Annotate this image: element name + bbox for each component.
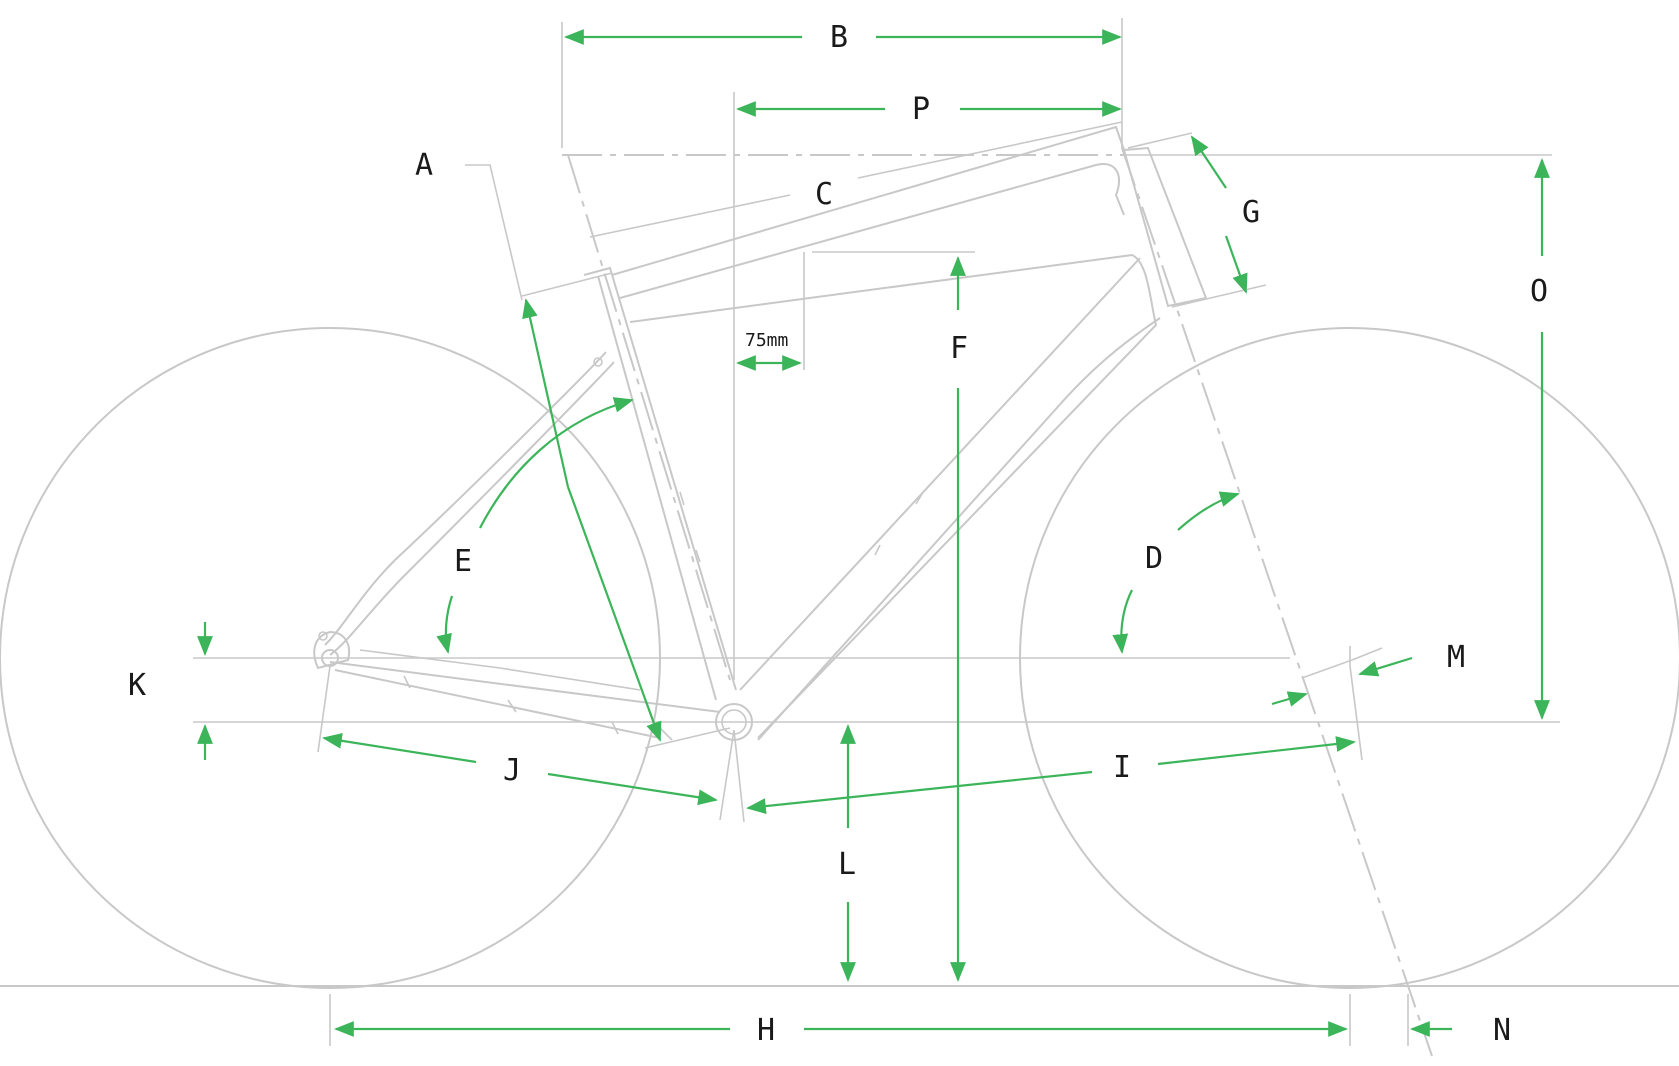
frame-mount-2 [695, 549, 701, 563]
a-ext-top [521, 272, 613, 297]
down-tube-side [757, 317, 1161, 741]
down-tube-lower [739, 257, 1141, 691]
down-tube-upper [629, 253, 1158, 739]
reference-lines [193, 18, 1560, 1057]
i-arrow-right [1157, 736, 1356, 766]
bike-frame [313, 125, 1208, 741]
e-arrow-lower [436, 595, 454, 654]
label-d: D [1145, 541, 1163, 576]
frame-mount-1 [679, 491, 685, 506]
j-arrow-right [547, 772, 718, 806]
label-b: B [830, 20, 848, 55]
rear-axle [321, 649, 339, 667]
label-m: M [1447, 640, 1465, 675]
rear-dropout [313, 630, 350, 670]
m-offset-line [1301, 659, 1353, 679]
m-offset-line-2 [1351, 647, 1383, 661]
label-k: K [128, 668, 146, 703]
seat-tube-axis [567, 154, 731, 681]
i-ext-right [1349, 665, 1363, 761]
c-ext-right [857, 121, 1123, 179]
chain-stay-lower [334, 669, 661, 739]
seat-stay-bolt [593, 357, 603, 367]
seat-stay-lower [329, 361, 615, 656]
label-o: O [1530, 274, 1548, 309]
m-arrow-left [1271, 691, 1308, 707]
dropout-bolt [318, 631, 328, 641]
head-tube [1122, 146, 1208, 308]
label-n: N [1493, 1013, 1511, 1048]
frame-mount-4 [915, 493, 923, 505]
cable-guide-4 [403, 675, 411, 689]
label-h: H [757, 1013, 775, 1048]
label-a: A [415, 148, 433, 183]
label-g: G [1242, 195, 1260, 230]
a-ext-bottom [644, 727, 731, 749]
top-tube-upper [611, 125, 1125, 276]
i-ext-left [733, 729, 745, 823]
bottom-bracket [715, 703, 753, 741]
c-ext-left [589, 194, 791, 238]
seat-tube-front [597, 275, 717, 701]
bottom-bracket-inner [721, 709, 747, 735]
cable-guide-3 [507, 699, 517, 713]
g-arrow-down [1224, 235, 1248, 294]
g-ext-top [1127, 132, 1193, 149]
frame-mount-3 [874, 544, 881, 556]
a-arrow-down [566, 486, 662, 742]
dimension-labels: A B C D E F G H I J K L M N O P 75mm [128, 20, 1548, 1048]
steering-axis [1121, 147, 1433, 1057]
g-ext-bottom [1171, 284, 1267, 308]
seat-tube-rear [583, 266, 737, 691]
d-arrow-upper [1177, 491, 1240, 531]
cable-guide-1 [659, 727, 673, 741]
label-e: E [454, 544, 472, 579]
m-arrow [1358, 656, 1413, 677]
label-j: J [503, 753, 521, 788]
label-offset-75: 75mm [745, 330, 788, 351]
label-p: P [912, 92, 930, 127]
i-arrow-left [746, 770, 1093, 815]
top-tube-lower [619, 163, 1125, 299]
d-arrow-lower [1112, 589, 1133, 654]
chain-stay-upper [329, 661, 721, 713]
a-leader [465, 164, 523, 301]
label-i: I [1113, 750, 1131, 785]
chain-stay-brake-hose [359, 649, 641, 691]
cable-guide-2 [611, 721, 619, 735]
j-arrow-left [322, 732, 477, 764]
label-c: C [815, 177, 833, 212]
seat-stay-upper [324, 351, 607, 646]
e-arrow-upper [479, 397, 634, 529]
label-l: L [838, 847, 856, 882]
label-f: F [950, 331, 968, 366]
j-ext-right [719, 729, 735, 821]
j-ext-left [317, 665, 331, 753]
a-arrow-up [522, 298, 570, 488]
dimension-arrows [197, 29, 1550, 1037]
g-arrow-up [1190, 135, 1227, 189]
